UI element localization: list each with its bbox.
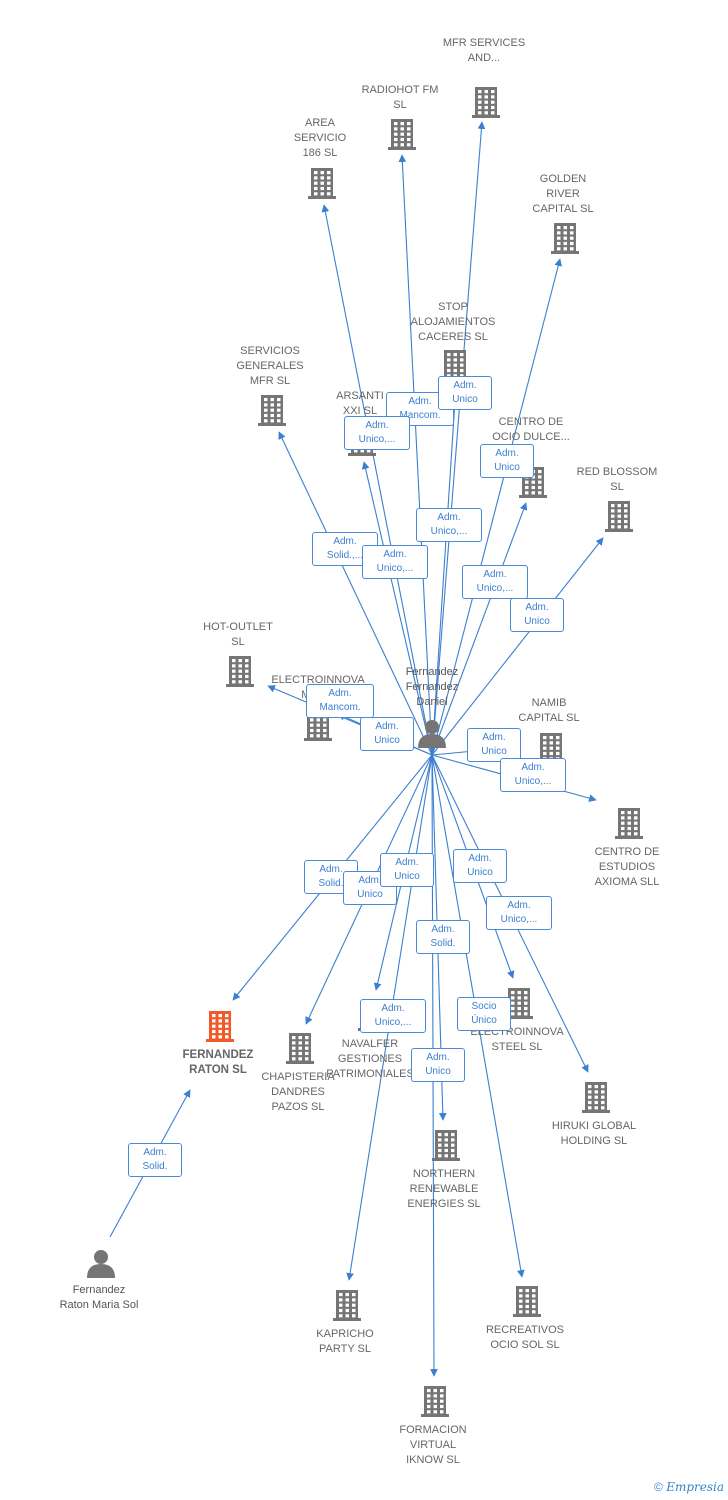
company-label-area[interactable]: AREA SERVICIO 186 SL [293, 117, 347, 159]
edge-mfr [431, 121, 486, 756]
building-icon[interactable] [605, 501, 633, 532]
role-badge: Socio Único [457, 997, 511, 1031]
building-icon[interactable] [333, 1290, 361, 1321]
company-label-radiohot[interactable]: RADIOHOT FM SL [361, 84, 439, 111]
company-label-red[interactable]: RED BLOSSOM SL [576, 466, 658, 493]
role-badge: Adm. Unico,... [462, 565, 528, 599]
brand-logo: Empresia [666, 1480, 724, 1494]
building-icon[interactable] [472, 87, 500, 118]
building-icon[interactable] [308, 168, 336, 199]
building-icon[interactable] [432, 1130, 460, 1161]
edge-stop [431, 384, 460, 756]
building-icon[interactable] [582, 1082, 610, 1113]
role-badge: Adm. Unico [510, 598, 564, 632]
building-icon[interactable] [286, 1033, 314, 1064]
role-badge: Adm. Unico [380, 853, 434, 887]
company-label-formacion[interactable]: FORMACION VIRTUAL IKNOW SL [399, 1424, 467, 1466]
company-label-mfr[interactable]: MFR SERVICES AND... [442, 37, 526, 64]
role-badge: Adm. Unico [480, 444, 534, 478]
role-badge: Adm. Unico,... [362, 545, 428, 579]
person-icon[interactable] [418, 720, 446, 748]
copyright: © Empresia [654, 1480, 724, 1494]
building-icon[interactable] [258, 395, 286, 426]
company-label-axioma[interactable]: CENTRO DE ESTUDIOS AXIOMA SLL [594, 846, 660, 888]
company-label-hotoutlet[interactable]: HOT-OUTLET SL [203, 621, 273, 648]
building-icon[interactable] [388, 119, 416, 150]
company-label-servicios[interactable]: SERVICIOS GENERALES MFR SL [236, 345, 304, 387]
building-icon[interactable] [226, 656, 254, 687]
company-label-northern[interactable]: NORTHERN RENEWABLE ENERGIES SL [407, 1168, 481, 1210]
building-icon[interactable] [537, 733, 565, 764]
role-badge: Adm. Unico,... [500, 758, 566, 792]
company-label-recreativos[interactable]: RECREATIVOS OCIO SOL SL [485, 1324, 565, 1351]
role-badge: Adm. Unico [360, 717, 414, 751]
company-label-namib[interactable]: NAMIB CAPITAL SL [518, 697, 580, 724]
building-icon[interactable] [206, 1011, 234, 1042]
company-label-golden[interactable]: GOLDEN RIVER CAPITAL SL [532, 173, 594, 215]
center-person-label[interactable]: Fernandez Fernandez Daniel [405, 666, 459, 708]
building-icon[interactable] [505, 988, 533, 1019]
edge-servicios [278, 431, 433, 756]
role-badge: Adm. Unico [411, 1048, 465, 1082]
role-badge: Adm. Solid. [128, 1143, 182, 1177]
role-badge: Adm. Unico,... [344, 416, 410, 450]
role-badge: Adm. Unico [467, 728, 521, 762]
company-label-kapricho[interactable]: KAPRICHO PARTY SL [316, 1328, 374, 1355]
role-badge: Adm. Mancom. [306, 684, 374, 718]
person-label-maria[interactable]: Fernandez Raton Maria Sol [59, 1284, 139, 1311]
role-badge: Adm. Unico,... [486, 896, 552, 930]
company-label-fernandezraton[interactable]: FERNANDEZ RATON SL [182, 1049, 254, 1076]
edge-golden [431, 258, 562, 756]
edge-area [321, 204, 433, 756]
company-label-centroocio[interactable]: CENTRO DE OCIO DULCE... [492, 416, 570, 443]
copyright-symbol: © [654, 1480, 663, 1494]
company-label-navalfer[interactable]: NAVALFER GESTIONES PATRIMONIALES [326, 1038, 414, 1080]
person-icon[interactable] [87, 1250, 115, 1278]
edge-arsanti [361, 461, 433, 756]
role-badge: Adm. Unico,... [360, 999, 426, 1033]
building-icon[interactable] [551, 223, 579, 254]
building-icon[interactable] [615, 808, 643, 839]
company-label-chapisteria[interactable]: CHAPISTERIA DANDRES PAZOS SL [261, 1071, 335, 1113]
edge-centroocio [431, 502, 528, 756]
role-badge: Adm. Solid.,... [312, 532, 378, 566]
role-badge: Adm. Solid. [416, 920, 470, 954]
edge-red [431, 537, 604, 756]
role-badge: Adm. Unico [453, 849, 507, 883]
building-icon[interactable] [421, 1386, 449, 1417]
building-icon[interactable] [513, 1286, 541, 1317]
edge-radiohot [398, 154, 433, 756]
company-label-stop[interactable]: STOP ALOJAMIENTOS CACERES SL [410, 301, 496, 343]
company-label-arsanti[interactable]: ARSANTI XXI SL [336, 390, 384, 417]
role-badge: Adm. Unico [438, 376, 492, 410]
role-badge: Adm. Unico,... [416, 508, 482, 542]
company-label-hiruki[interactable]: HIRUKI GLOBAL HOLDING SL [551, 1120, 637, 1147]
